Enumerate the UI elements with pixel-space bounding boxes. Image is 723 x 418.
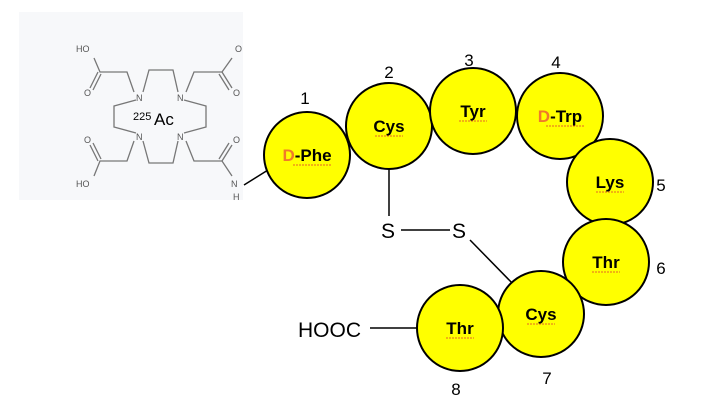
metal-mass-number: 225 <box>133 111 151 123</box>
residue-circle <box>562 218 650 306</box>
residue-name: Lys <box>596 173 625 192</box>
residue-name: Thr <box>592 253 620 272</box>
residue-number: 4 <box>551 53 560 72</box>
residue-5: Lys 5 <box>566 138 666 226</box>
structure-background <box>19 12 243 200</box>
residue-number: 5 <box>656 176 665 195</box>
cys7-sulfur-bond <box>469 239 516 287</box>
residue-name: Tyr <box>460 102 486 121</box>
residue-number: 8 <box>451 380 460 399</box>
residue-name: -Trp <box>550 107 582 126</box>
structure-bonds <box>89 57 233 177</box>
residue-3: Tyr 3 <box>429 51 517 155</box>
residue-circle <box>416 284 504 372</box>
residue-7: Cys 7 <box>497 270 585 388</box>
residue-label: Tyr <box>460 102 486 121</box>
atom-o-right-top2: O <box>233 88 240 98</box>
residue-name: Thr <box>446 319 474 338</box>
residue-label: Cys <box>373 117 404 136</box>
d-prefix: D <box>282 146 294 165</box>
atom-o-right-top: O <box>235 44 242 54</box>
residue-1: D-Phe 1 <box>263 89 351 199</box>
atom-n3: N <box>136 132 143 142</box>
residue-2: Cys 2 <box>345 63 433 170</box>
residue-circle <box>429 67 517 155</box>
residue-8: Thr 8 <box>416 284 504 399</box>
c-terminus-label: HOOC <box>298 319 361 342</box>
bond-lines <box>243 169 516 329</box>
atom-o-left-bottom: O <box>84 135 91 145</box>
atom-o-right-bottom: O <box>233 135 240 145</box>
residue-6: Thr 6 <box>562 218 666 306</box>
residue-name: Cys <box>373 117 404 136</box>
residue-number: 7 <box>542 369 551 388</box>
atom-ho-bottom: HO <box>76 179 90 189</box>
residue-circle <box>516 72 604 160</box>
atom-n1: N <box>136 93 143 103</box>
residue-number: 2 <box>384 63 393 82</box>
atom-n2: N <box>177 93 184 103</box>
residue-name: Cys <box>525 305 556 324</box>
metal-label: Ac <box>154 110 174 129</box>
residue-label: Thr <box>592 253 620 272</box>
d-prefix: D <box>538 107 550 126</box>
residue-label: D-Phe <box>282 146 331 165</box>
residue-number: 6 <box>656 259 665 278</box>
atom-amide-n: N <box>231 179 238 189</box>
residue-4: D-Trp 4 <box>516 53 604 160</box>
atom-amide-h: H <box>233 192 240 202</box>
atom-o-left-top: O <box>84 88 91 98</box>
sulfur-2: S <box>452 220 466 243</box>
atom-ho-top: HO <box>76 44 90 54</box>
atom-n4: N <box>177 132 184 142</box>
residue-circle <box>263 111 351 199</box>
residue-label: Thr <box>446 319 474 338</box>
residue-name: -Phe <box>295 146 332 165</box>
residue-label: Cys <box>525 305 556 324</box>
sulfur-1: S <box>381 220 395 243</box>
residue-label: D-Trp <box>538 107 582 126</box>
dota-chelator-structure: HO O O O N N N N O O HO N H 225 Ac <box>19 12 243 202</box>
residue-label: Lys <box>596 173 625 192</box>
chelator-link <box>243 169 269 186</box>
residue-number: 3 <box>464 51 473 70</box>
residue-number: 1 <box>300 89 309 108</box>
